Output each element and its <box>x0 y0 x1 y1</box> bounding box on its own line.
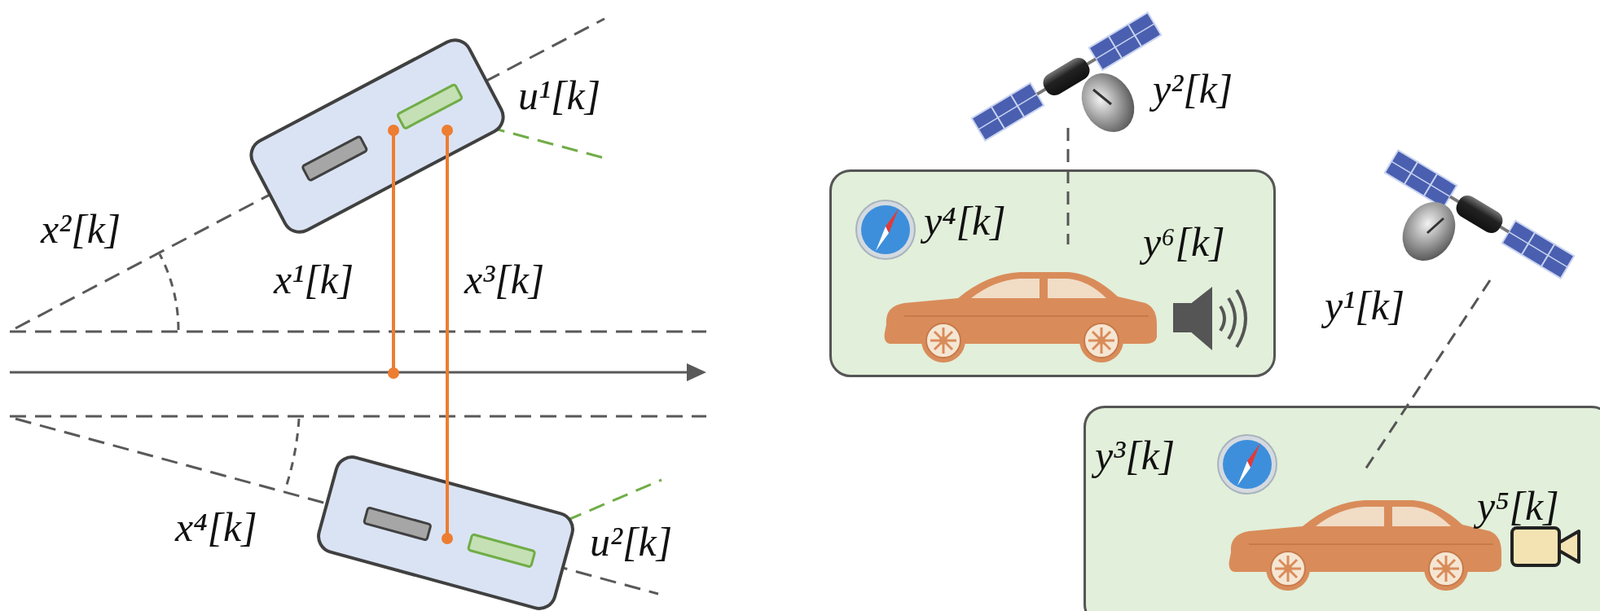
distance-label: x¹[k] <box>273 259 354 300</box>
angle-label: x⁴[k] <box>175 506 258 548</box>
input-label: u¹[k] <box>518 74 601 116</box>
distance-label: x³[k] <box>464 259 545 300</box>
angle-label: x²[k] <box>40 208 121 250</box>
measurement-label: y⁴[k] <box>923 200 1007 242</box>
measurement-label: y¹[k] <box>1324 285 1405 326</box>
input-label: u²[k] <box>589 521 673 563</box>
measurement-label: y²[k] <box>1152 68 1233 110</box>
sensor-vehicle-box: y⁴[k] y⁶[k] <box>829 169 1276 378</box>
measurement-label: y³[k] <box>1094 435 1175 476</box>
measurement-label: y⁶[k] <box>1142 221 1226 263</box>
measurement-label: y⁵[k] <box>1476 485 1560 527</box>
sensor-vehicle-box: y³[k] y⁵[k] <box>1083 405 1600 611</box>
